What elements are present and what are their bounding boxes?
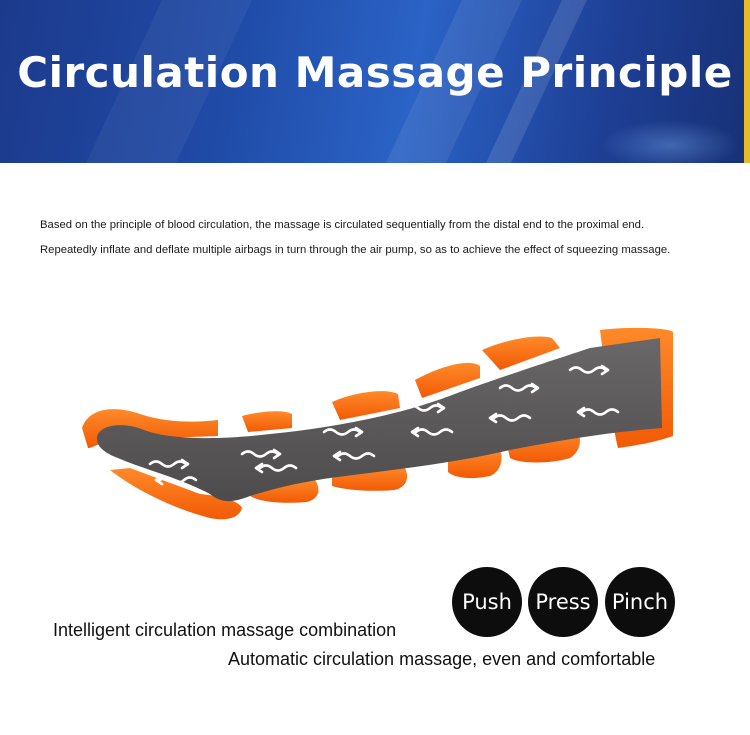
flow-arrows <box>148 364 620 486</box>
banner-glow <box>600 120 740 163</box>
leg-airbag-icon <box>82 327 673 520</box>
mode-push-badge: Push <box>452 567 522 637</box>
mode-press-badge: Press <box>528 567 598 637</box>
banner-gold-edge <box>744 0 750 163</box>
tagline-primary: Intelligent circulation massage combinat… <box>53 620 397 640</box>
description-line-2: Repeatedly inflate and deflate multiple … <box>40 244 671 256</box>
tagline-secondary: Automatic circulation massage, even and … <box>228 649 656 669</box>
mode-pinch-badge: Pinch <box>605 567 675 637</box>
description-line-1: Based on the principle of blood circulat… <box>40 219 645 231</box>
leg-body <box>96 338 663 502</box>
header-banner: Circulation Massage Principle <box>0 0 750 163</box>
page-title: Circulation Massage Principle <box>17 48 733 97</box>
